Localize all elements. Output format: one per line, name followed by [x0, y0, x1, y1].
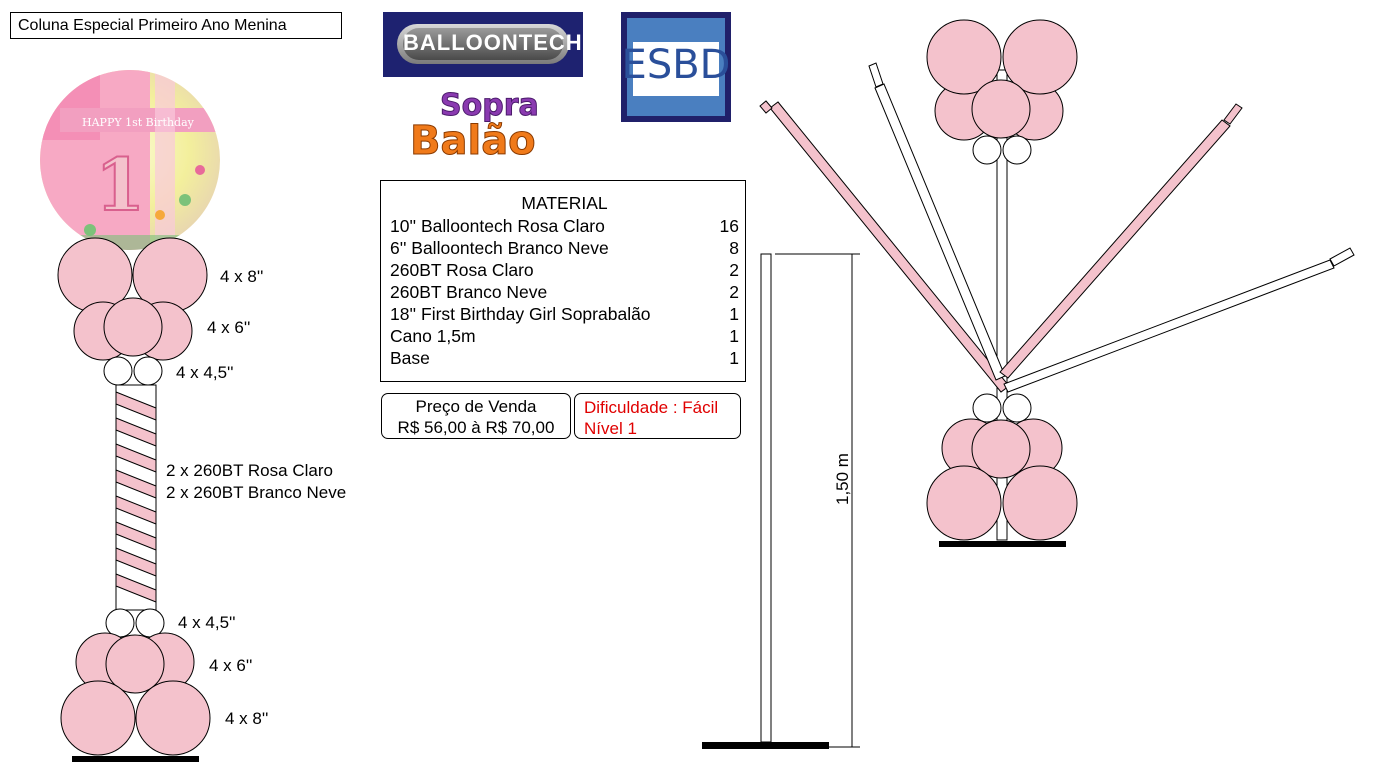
left-column: HAPPY 1st Birthday 1 — [40, 70, 220, 762]
sopra-logo-line1: Sopra — [440, 88, 540, 124]
material-list: MATERIAL 10'' Balloontech Rosa Claro 16 6… — [380, 180, 746, 382]
top-8in-cluster — [57, 237, 208, 313]
bottom-45in-cluster — [105, 608, 165, 638]
material-item-name: Cano 1,5m — [390, 326, 476, 346]
price-label: Preço de Venda — [415, 397, 537, 416]
material-item-name: 6'' Balloontech Branco Neve — [390, 238, 609, 258]
material-header: MATERIAL — [521, 193, 608, 213]
material-item-qty: 2 — [729, 282, 739, 302]
material-row: Base 1 — [390, 347, 739, 369]
material-row: 6'' Balloontech Branco Neve 8 — [390, 237, 739, 259]
material-item-name: 10'' Balloontech Rosa Claro — [390, 216, 605, 236]
material-item-name: Base — [390, 348, 430, 368]
balloontech-logo-text: BALLOONTECH — [403, 30, 583, 55]
foil-balloon: HAPPY 1st Birthday 1 — [40, 70, 220, 250]
assembly-base — [939, 541, 1066, 547]
label-top-45in: 4 x 4,5'' — [176, 363, 234, 382]
material-row: 260BT Rosa Claro 2 — [390, 259, 739, 281]
label-top-6in: 4 x 6'' — [207, 318, 251, 337]
top-6in-cluster — [73, 297, 193, 361]
pole-dimension-label: 1,50 m — [833, 453, 852, 505]
label-bottom-8in: 4 x 8'' — [225, 709, 269, 728]
top-45in-cluster — [103, 356, 163, 386]
bottom-8in-cluster — [60, 680, 211, 756]
label-twist-branco: 2 x 260BT Branco Neve — [166, 483, 347, 502]
material-row: Cano 1,5m 1 — [390, 325, 739, 347]
label-bottom-45in: 4 x 4,5'' — [178, 613, 236, 632]
material-item-name: 260BT Rosa Claro — [390, 260, 534, 280]
foil-balloon-number: 1 — [95, 142, 145, 227]
material-row: 260BT Branco Neve 2 — [390, 281, 739, 303]
assembly-top-cluster — [926, 19, 1078, 165]
material-row: 18'' First Birthday Girl Soprabalão 1 — [390, 303, 739, 325]
esbd-logo-text: ESBD — [621, 42, 731, 88]
material-item-name: 18'' First Birthday Girl Soprabalão — [390, 304, 651, 324]
pole-base — [702, 742, 829, 749]
material-item-qty: 1 — [729, 304, 739, 324]
sopra-balao-logo: Sopra Balão — [408, 88, 558, 168]
difficulty-level: Nível 1 — [584, 419, 637, 438]
material-row: 10'' Balloontech Rosa Claro 16 — [390, 215, 739, 237]
label-twist-rosa: 2 x 260BT Rosa Claro — [166, 461, 333, 480]
assembly-diagram — [759, 19, 1355, 547]
material-item-qty: 8 — [729, 238, 739, 258]
assembly-bottom-cluster — [926, 393, 1078, 541]
assembly-long-balloons — [759, 62, 1355, 393]
label-top-8in: 4 x 8'' — [220, 267, 264, 286]
esbd-logo: ESBD — [621, 12, 731, 122]
material-item-name: 260BT Branco Neve — [390, 282, 548, 302]
twisted-column — [115, 384, 157, 611]
material-item-qty: 2 — [729, 260, 739, 280]
price-range: R$ 56,00 à R$ 70,00 — [397, 418, 555, 437]
material-item-qty: 16 — [719, 216, 739, 236]
balloontech-logo: BALLOONTECH — [383, 12, 583, 77]
foil-balloon-text: HAPPY 1st Birthday — [82, 116, 195, 129]
difficulty-label: Dificuldade : Fácil — [584, 398, 719, 417]
price-box: Preço de Venda R$ 56,00 à R$ 70,00 — [381, 393, 571, 439]
difficulty-box: Dificuldade : Fácil Nível 1 — [574, 393, 741, 439]
sopra-logo-line2: Balão — [410, 118, 537, 165]
left-column-base — [72, 756, 199, 762]
bottom-6in-cluster — [75, 632, 195, 694]
page-title: Coluna Especial Primeiro Ano Menina — [10, 12, 342, 39]
material-item-qty: 1 — [729, 348, 739, 368]
pole-diagram: 1,50 m — [702, 253, 860, 749]
material-item-qty: 1 — [729, 326, 739, 346]
label-bottom-6in: 4 x 6'' — [209, 656, 253, 675]
